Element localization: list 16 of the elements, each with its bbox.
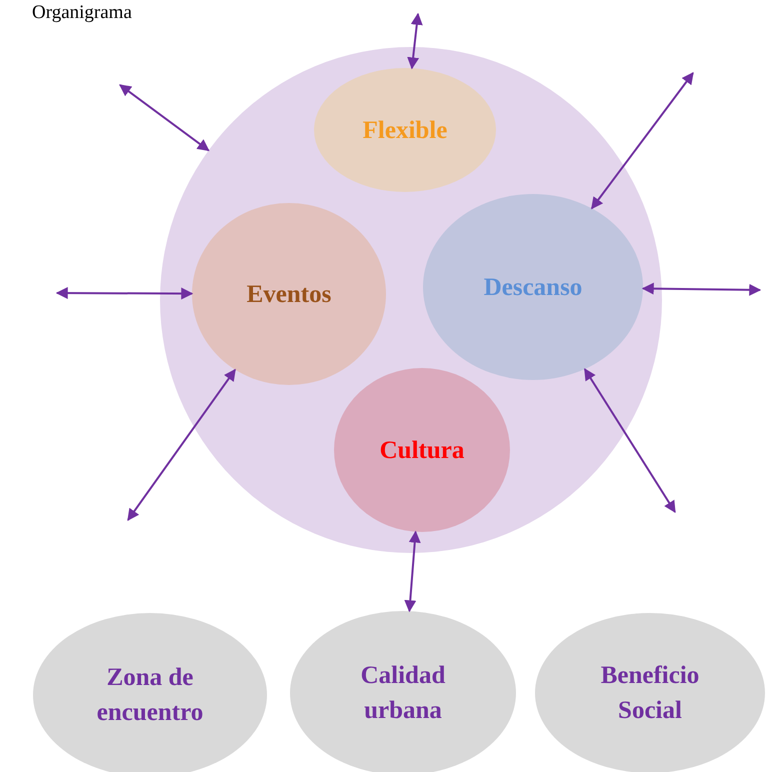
node-label: Descanso — [484, 272, 582, 302]
double-arrow — [642, 282, 762, 296]
double-arrow — [591, 72, 694, 210]
double-arrow — [56, 287, 194, 300]
double-arrow — [119, 84, 210, 152]
double-arrow — [404, 530, 421, 612]
diagram-title: Organigrama — [32, 2, 132, 24]
node-label: Beneficio Social — [600, 661, 700, 726]
node-label: Calidad urbana — [360, 661, 446, 726]
double-arrow — [584, 368, 676, 514]
node-label: Zona de encuentro — [96, 663, 204, 728]
double-arrow — [407, 12, 423, 70]
node-label: Flexible — [362, 116, 448, 146]
node-label: Cultura — [380, 436, 464, 466]
node-label: Eventos — [246, 280, 332, 310]
double-arrow — [127, 368, 236, 521]
